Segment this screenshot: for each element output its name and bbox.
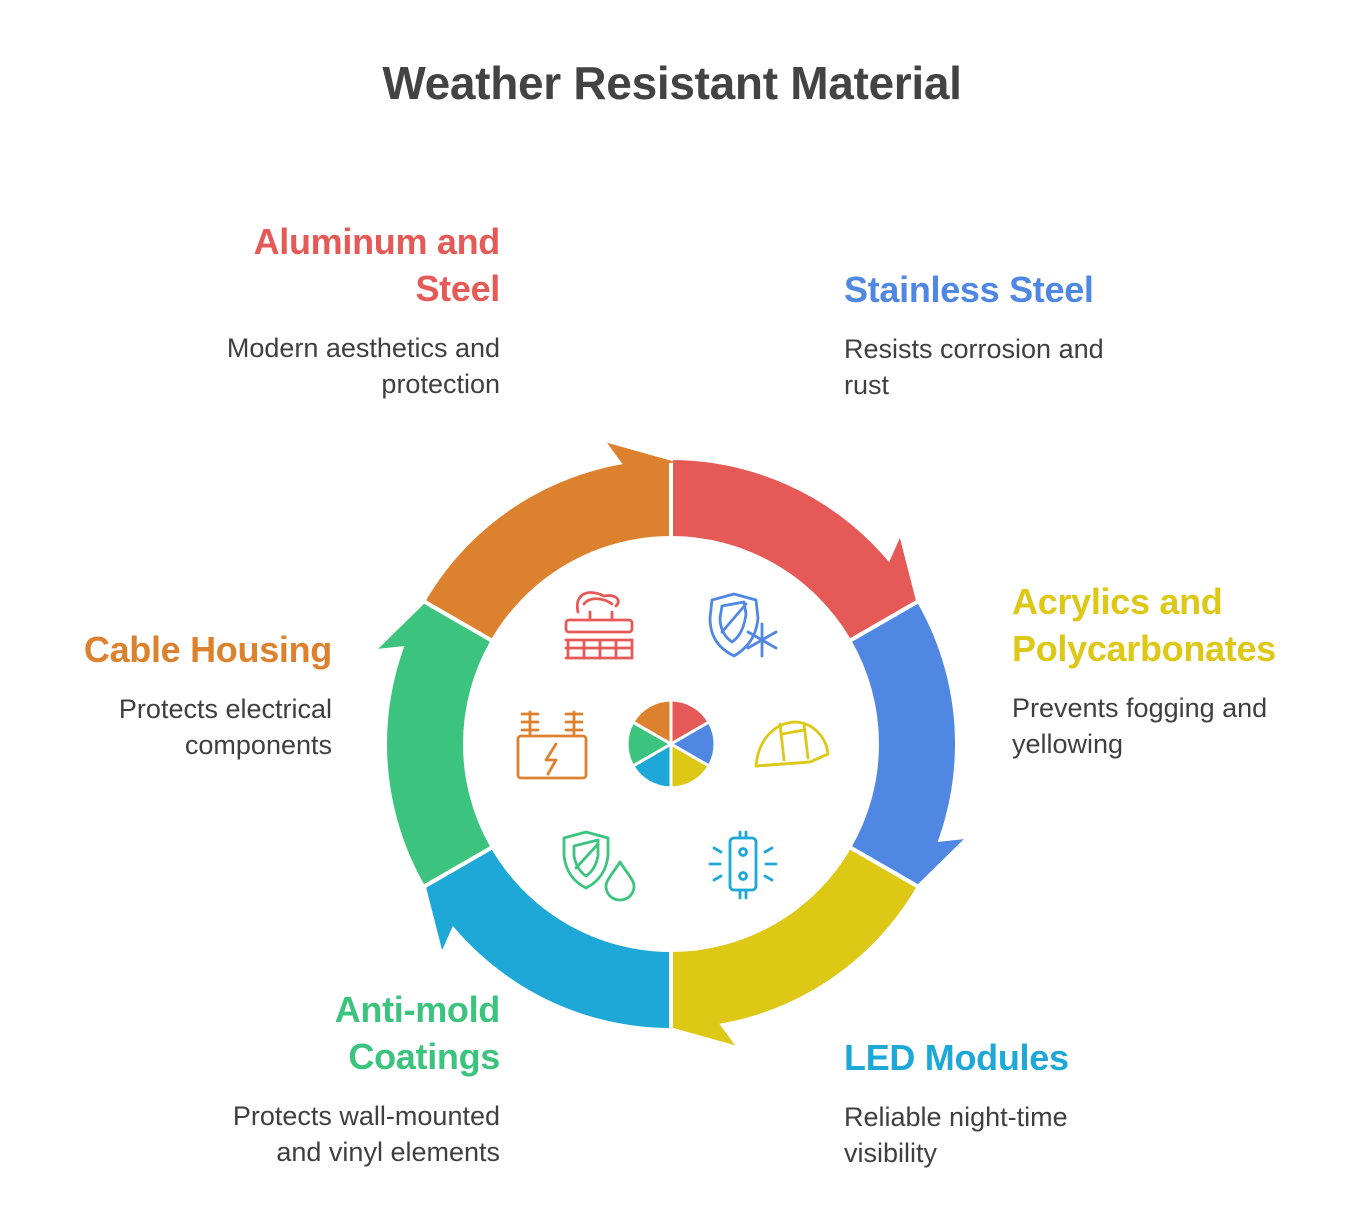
ring-arrow-aluminum	[885, 537, 918, 608]
ring-arrow-cable	[606, 442, 676, 472]
ring-arrow-acrylics	[666, 1016, 736, 1046]
segment-acrylics-heading: Acrylics and Polycarbonates	[1012, 578, 1352, 672]
segment-acrylics-description: Prevents fogging and yellowing	[1012, 690, 1352, 762]
description-line: and vinyl elements	[276, 1137, 500, 1167]
shield-snowflake-icon	[708, 592, 778, 658]
center-pie-slice-cable	[630, 698, 673, 747]
segment-acrylics: Acrylics and Polycarbonates Prevents fog…	[1012, 578, 1352, 762]
heading-line: Anti-mold	[334, 989, 501, 1030]
hard-hat-icon	[754, 720, 830, 768]
description-line: visibility	[844, 1138, 938, 1168]
segment-antimold: Anti-mold Coatings Protects wall-mounted…	[140, 986, 500, 1170]
description-line: Protects electrical	[118, 694, 332, 724]
heading-line: Acrylics and	[1012, 581, 1223, 622]
segment-stainless-description: Resists corrosion and rust	[844, 331, 1204, 403]
heading-line: Cable Housing	[83, 629, 332, 670]
segment-cable: Cable Housing Protects electrical compon…	[20, 626, 332, 763]
ring-arrow-stainless	[912, 839, 964, 890]
electrical-panel-icon	[516, 710, 588, 780]
ring-segment-aluminum	[669, 455, 922, 644]
description-line: protection	[381, 369, 500, 399]
description-line: components	[184, 730, 332, 760]
segment-aluminum: Aluminum and Steel Modern aesthetics and…	[140, 218, 500, 402]
led-chip-icon	[708, 830, 778, 900]
heading-line: Polycarbonates	[1012, 628, 1276, 669]
segment-cable-description: Protects electrical components	[20, 691, 332, 763]
segment-cable-heading: Cable Housing	[20, 626, 332, 673]
segment-led: LED Modules Reliable night-time visibili…	[844, 1034, 1204, 1171]
shield-droplet-icon	[562, 830, 636, 902]
ring-segment-cable	[420, 455, 673, 644]
ring-segment-acrylics	[669, 844, 922, 1033]
heading-line: LED Modules	[844, 1037, 1069, 1078]
segment-aluminum-heading: Aluminum and Steel	[140, 218, 501, 312]
segment-antimold-description: Protects wall-mounted and vinyl elements	[140, 1098, 500, 1170]
description-line: rust	[844, 370, 890, 400]
description-line: Modern aesthetics and	[226, 333, 500, 363]
page-title: Weather Resistant Material	[382, 57, 962, 109]
segment-led-heading: LED Modules	[844, 1034, 1204, 1081]
segment-aluminum-description: Modern aesthetics and protection	[140, 330, 500, 402]
description-line: Resists corrosion and	[844, 334, 1104, 364]
segment-stainless-heading: Stainless Steel	[844, 266, 1204, 313]
description-line: Reliable night-time	[844, 1102, 1068, 1132]
heading-line: Steel	[415, 268, 500, 309]
heading-line: Coatings	[348, 1036, 500, 1077]
hot-tub-jets-icon	[564, 591, 634, 660]
ring-arrow-led	[424, 880, 457, 951]
description-line: Prevents fogging and	[1012, 693, 1268, 723]
heading-line: Aluminum and	[253, 221, 501, 262]
heading-line: Stainless Steel	[844, 269, 1094, 310]
description-line: yellowing	[1012, 729, 1124, 759]
segment-antimold-heading: Anti-mold Coatings	[140, 986, 501, 1080]
description-line: Protects wall-mounted	[232, 1101, 500, 1131]
segment-stainless: Stainless Steel Resists corrosion and ru…	[844, 266, 1204, 403]
ring-arrow-antimold	[378, 598, 430, 649]
segment-led-description: Reliable night-time visibility	[844, 1099, 1204, 1171]
